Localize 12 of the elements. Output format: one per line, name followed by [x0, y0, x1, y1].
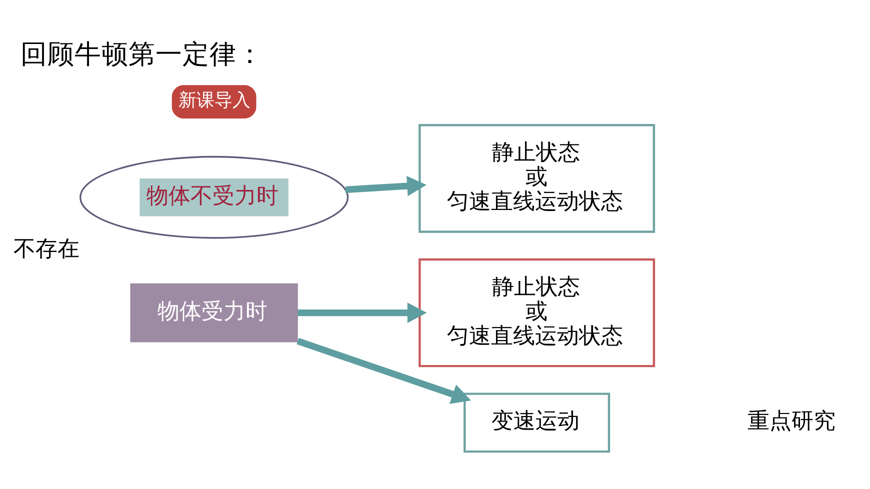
node-box: 静止状态 或 匀速直线运动状态 — [418, 258, 656, 368]
node-box: 静止状态 或 匀速直线运动状态 — [418, 124, 656, 233]
arrow — [298, 302, 427, 323]
node-ellipse: 物体不受力时 — [80, 156, 349, 239]
node-label: 不存在 — [14, 236, 80, 262]
arrow — [296, 338, 472, 404]
label: 新课导入 — [178, 91, 251, 112]
node-box: 变速运动 — [464, 392, 610, 453]
label: 重点研究 — [748, 408, 836, 434]
node-box: 物体受力时 — [130, 283, 298, 342]
arrow — [345, 176, 426, 196]
diagram-title: 回顾牛顿第一定律： — [20, 39, 264, 70]
